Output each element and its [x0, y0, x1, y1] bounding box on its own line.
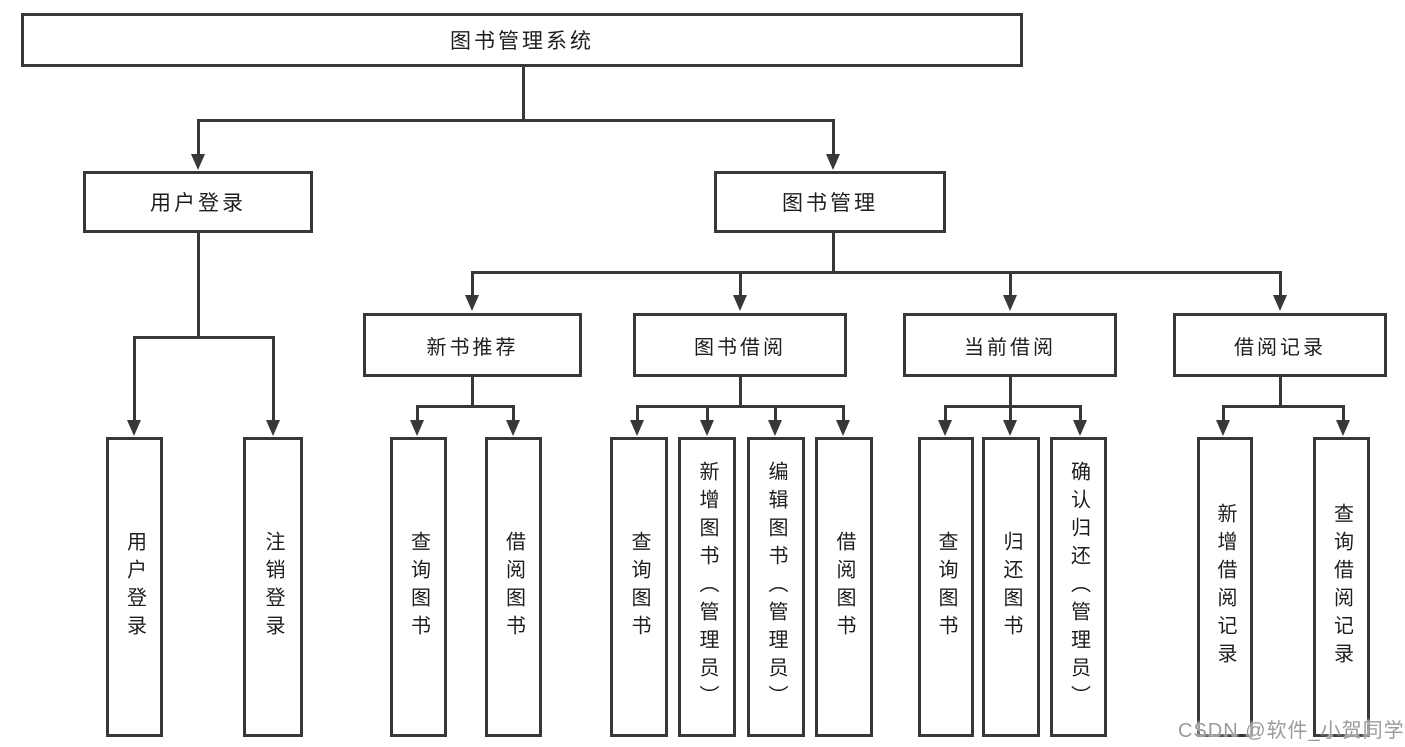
- connector-arrowhead: [826, 154, 840, 170]
- connector-root-stem: [522, 66, 525, 121]
- node-borrowing-records: 借阅记录: [1173, 313, 1387, 377]
- connector-shaft: [739, 271, 742, 297]
- connector-root-hline: [197, 119, 834, 122]
- leaf-label: 借阅图书: [833, 531, 855, 643]
- connector-arrowhead: [127, 420, 141, 436]
- connector-arrowhead: [836, 420, 850, 436]
- connector-shaft: [471, 271, 474, 297]
- connector-group-hline: [636, 405, 845, 408]
- connector-shaft: [1342, 405, 1345, 422]
- leaf-label: 查询图书: [407, 531, 430, 643]
- connector-shaft: [416, 405, 419, 422]
- connector-shaft: [1009, 271, 1012, 297]
- connector-arrowhead: [1216, 420, 1230, 436]
- connector-shaft: [512, 405, 515, 422]
- connector-arrowhead: [733, 295, 747, 311]
- connector-shaft: [197, 119, 200, 156]
- leaf-recommend-borrow-books: 借阅图书: [485, 437, 542, 737]
- leaf-label: 查询借阅记录: [1330, 503, 1353, 671]
- connector-mgmt-hline: [471, 271, 1282, 274]
- node-label: 借阅记录: [1234, 336, 1326, 359]
- connector-user-hline: [133, 336, 275, 339]
- leaf-logout: 注销登录: [243, 437, 303, 737]
- node-root-label: 图书管理系统: [450, 30, 594, 53]
- csdn-watermark: CSDN @软件_小贺同学: [1178, 720, 1405, 742]
- node-book-management: 图书管理: [714, 171, 946, 233]
- connector-shaft: [1079, 405, 1082, 422]
- connector-arrowhead: [938, 420, 952, 436]
- connector-arrowhead: [1273, 295, 1287, 311]
- connector-arrowhead: [266, 420, 280, 436]
- leaf-label: 确认归还（管理员）: [1067, 461, 1090, 713]
- node-current-borrowing: 当前借阅: [903, 313, 1117, 377]
- connector-arrowhead: [630, 420, 644, 436]
- node-label: 当前借阅: [964, 336, 1056, 359]
- leaf-label: 新增图书（管理员）: [696, 461, 718, 713]
- connector-shaft: [774, 405, 777, 422]
- node-label: 图书借阅: [694, 336, 786, 359]
- connector-group-stem: [471, 375, 474, 407]
- node-root: 图书管理系统: [21, 13, 1023, 67]
- connector-arrowhead: [1073, 420, 1087, 436]
- connector-arrowhead: [768, 420, 782, 436]
- node-label: 新书推荐: [426, 336, 519, 359]
- connector-group-stem: [739, 375, 742, 407]
- connector-shaft: [944, 405, 947, 422]
- leaf-label: 归还图书: [1000, 531, 1022, 643]
- connector-group-hline: [944, 405, 1081, 408]
- leaf-label: 查询图书: [628, 531, 650, 643]
- connector-shaft: [832, 119, 835, 156]
- leaf-label: 用户登录: [123, 531, 146, 643]
- connector-arrowhead: [700, 420, 714, 436]
- leaf-borrow-edit-books-admin: 编辑图书（管理员）: [747, 437, 805, 737]
- connector-arrowhead: [1003, 420, 1017, 436]
- leaf-label: 新增借阅记录: [1214, 503, 1236, 671]
- leaf-label: 借阅图书: [502, 531, 525, 643]
- leaf-label: 注销登录: [262, 531, 284, 643]
- connector-shaft: [272, 336, 275, 422]
- connector-shaft: [1279, 271, 1282, 297]
- leaf-records-query-record: 查询借阅记录: [1313, 437, 1370, 737]
- connector-shaft: [706, 405, 709, 422]
- node-user-login: 用户登录: [83, 171, 313, 233]
- connector-arrowhead: [465, 295, 479, 311]
- leaf-records-add-record: 新增借阅记录: [1197, 437, 1253, 737]
- connector-arrowhead: [410, 420, 424, 436]
- connector-arrowhead: [1336, 420, 1350, 436]
- connector-arrowhead: [506, 420, 520, 436]
- node-book-borrowing: 图书借阅: [633, 313, 847, 377]
- connector-shaft: [842, 405, 845, 422]
- connector-arrowhead: [191, 154, 205, 170]
- node-new-book-recommendation: 新书推荐: [363, 313, 582, 377]
- leaf-current-query-books: 查询图书: [918, 437, 974, 737]
- node-label: 用户登录: [150, 192, 246, 215]
- connector-group-stem: [1009, 375, 1012, 407]
- leaf-current-return-books: 归还图书: [982, 437, 1040, 737]
- connector-arrowhead: [1003, 295, 1017, 311]
- connector-group-stem: [1279, 375, 1282, 407]
- leaf-borrow-add-books-admin: 新增图书（管理员）: [678, 437, 736, 737]
- connector-shaft: [1222, 405, 1225, 422]
- connector-user-stem: [197, 233, 200, 338]
- leaf-user-login: 用户登录: [106, 437, 163, 737]
- leaf-recommend-query-books: 查询图书: [390, 437, 447, 737]
- leaf-borrow-borrow-books: 借阅图书: [815, 437, 873, 737]
- leaf-label: 查询图书: [935, 531, 957, 643]
- connector-shaft: [133, 336, 136, 422]
- leaf-label: 编辑图书（管理员）: [765, 461, 787, 713]
- node-label: 图书管理: [782, 192, 878, 215]
- connector-group-hline: [1222, 405, 1344, 408]
- leaf-borrow-query-books: 查询图书: [610, 437, 668, 737]
- connector-shaft: [636, 405, 639, 422]
- connector-shaft: [1009, 405, 1012, 422]
- connector-mgmt-stem: [832, 233, 835, 273]
- connector-group-hline: [416, 405, 514, 408]
- leaf-current-confirm-return-admin: 确认归还（管理员）: [1050, 437, 1107, 737]
